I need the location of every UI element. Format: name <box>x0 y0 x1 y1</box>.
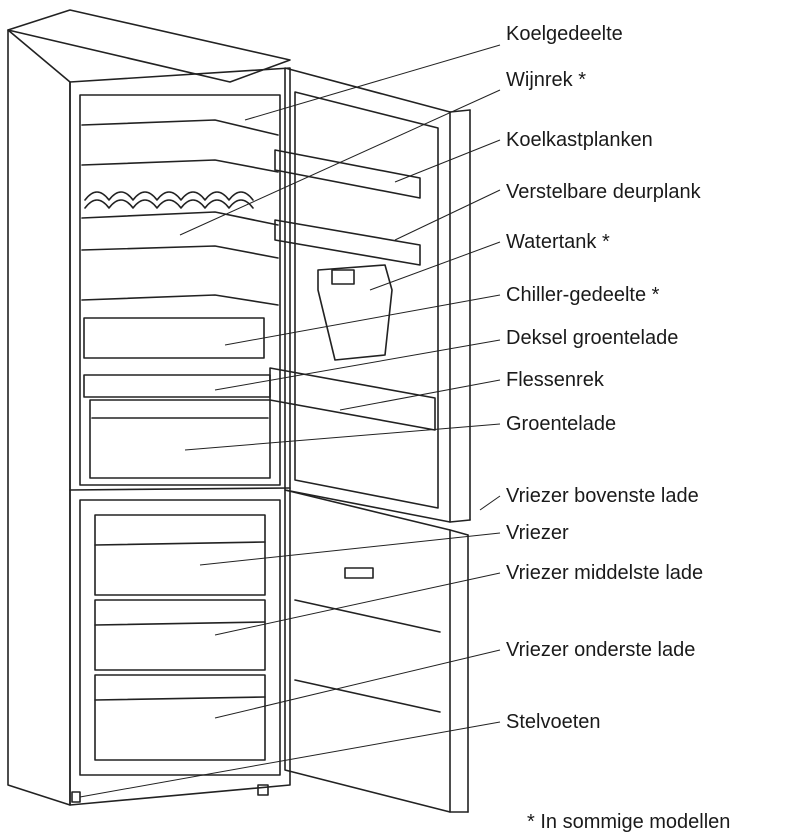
fridge-door <box>284 67 451 523</box>
cabinet-side <box>7 29 71 806</box>
label-koelkastplanken: Koelkastplanken <box>506 129 653 151</box>
leader-deksel <box>214 339 501 391</box>
label-vriezer-middelste-lade: Vriezer middelste lade <box>506 562 704 584</box>
label-deksel-groentelade: Deksel groentelade <box>506 327 679 349</box>
label-chiller-gedeelte: Chiller-gedeelte * <box>506 284 660 306</box>
label-verstelbare-deurplank: Verstelbare deurplank <box>506 181 701 203</box>
freezer-door <box>284 489 451 813</box>
label-vriezer-onderste-lade: Vriezer onderste lade <box>506 639 696 661</box>
label-wijnrek: Wijnrek * <box>506 69 587 91</box>
leader-flessenrek <box>339 379 501 411</box>
door-shelf-2 <box>274 219 421 266</box>
bottle-rack <box>269 367 436 431</box>
chiller-drawer <box>83 317 265 359</box>
label-groentelade: Groentelade <box>506 413 617 435</box>
foot-right <box>257 784 269 796</box>
freezer-interior <box>79 499 281 776</box>
leader-koelgedeelte <box>244 44 501 121</box>
leader-deurplank <box>394 189 501 241</box>
leader-vriezer-onder <box>214 649 501 719</box>
label-koelgedeelte: Koelgedeelte <box>506 23 623 45</box>
crisper-drawer <box>89 399 271 479</box>
foot-left <box>71 791 81 803</box>
label-watertank: Watertank * <box>506 231 610 253</box>
leader-koelkastplanken <box>394 139 501 183</box>
leader-groentelade <box>184 423 501 451</box>
leader-chiller <box>224 294 501 346</box>
leader-stelvoeten <box>79 721 501 798</box>
leader-vriezer-midden <box>214 572 501 636</box>
door-shelf-1 <box>274 149 421 199</box>
fridge-interior <box>79 94 281 486</box>
label-flessenrek: Flessenrek <box>506 369 604 391</box>
label-stelvoeten: Stelvoeten <box>506 711 601 733</box>
wine-rack <box>84 191 254 201</box>
freezer-middle-drawer <box>94 599 266 671</box>
water-tank <box>317 264 393 361</box>
label-vriezer-bovenste-lade: Vriezer bovenste lade <box>506 485 699 507</box>
leader-watertank <box>369 241 501 291</box>
leader-vriezer-boven <box>479 495 501 511</box>
footnote: * In sommige modellen <box>527 811 731 833</box>
freezer-bottom-drawer <box>94 674 266 761</box>
leader-wijnrek <box>179 89 501 236</box>
freezer-top-drawer <box>94 514 266 596</box>
leader-vriezer <box>199 532 501 566</box>
cabinet-top <box>7 9 291 83</box>
cabinet-front <box>69 67 291 806</box>
label-vriezer: Vriezer <box>506 522 569 544</box>
crisper-cover <box>83 374 271 398</box>
